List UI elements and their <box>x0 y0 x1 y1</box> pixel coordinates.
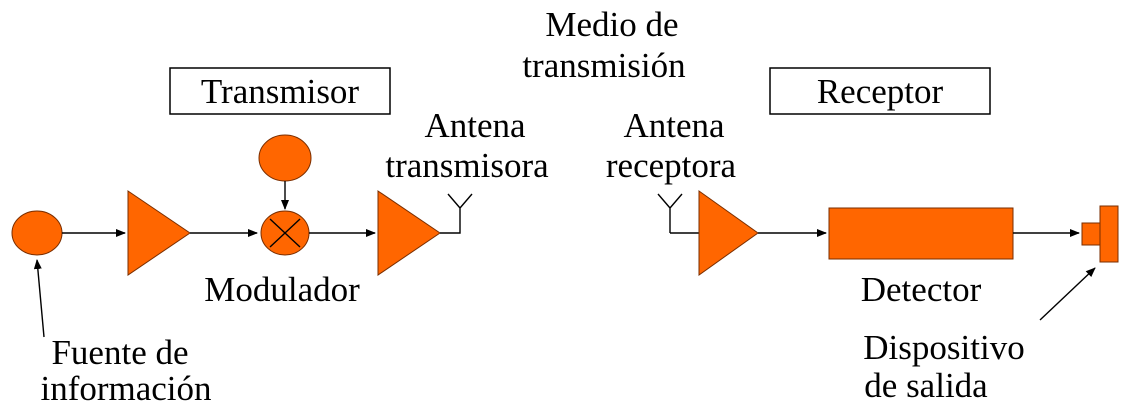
transmit-antenna-icon <box>440 193 473 234</box>
fuente-label-line1: Fuente de <box>51 333 188 372</box>
speaker-output-icon <box>1081 205 1119 263</box>
receive-antenna-icon <box>657 193 700 234</box>
antena-tx-label-line1: Antena <box>424 106 526 145</box>
dispositivo-label-line1: Dispositivo <box>863 328 1024 367</box>
receptor-box <box>769 67 991 115</box>
modulador-label: Modulador <box>204 270 360 309</box>
amplifier-triangle-2 <box>377 190 441 276</box>
dispositivo-label-line2: de salida <box>864 366 988 405</box>
pointer-to-source <box>33 259 45 338</box>
antena-tx-label-line2: transmisora <box>385 146 549 185</box>
transmisor-label: Transmisor <box>201 72 360 111</box>
modulator-mixer-icon <box>260 210 310 256</box>
antena-rx-label-line2: receptora <box>606 146 737 185</box>
carrier-oscillator-circle <box>258 134 312 182</box>
information-source-circle <box>11 210 63 256</box>
medio-label-line1: Medio de <box>545 5 678 44</box>
fuente-label-line2: información <box>40 369 211 406</box>
antena-rx-label-line1: Antena <box>623 106 725 145</box>
pointer-to-output <box>1039 267 1096 321</box>
medio-label-line2: transmisión <box>522 46 685 85</box>
transmisor-box <box>169 67 391 115</box>
detector-label: Detector <box>861 270 982 309</box>
detector-block <box>828 207 1014 260</box>
amplifier-triangle-3 <box>698 190 759 276</box>
amplifier-triangle-1 <box>127 190 191 276</box>
receptor-label: Receptor <box>817 72 944 111</box>
